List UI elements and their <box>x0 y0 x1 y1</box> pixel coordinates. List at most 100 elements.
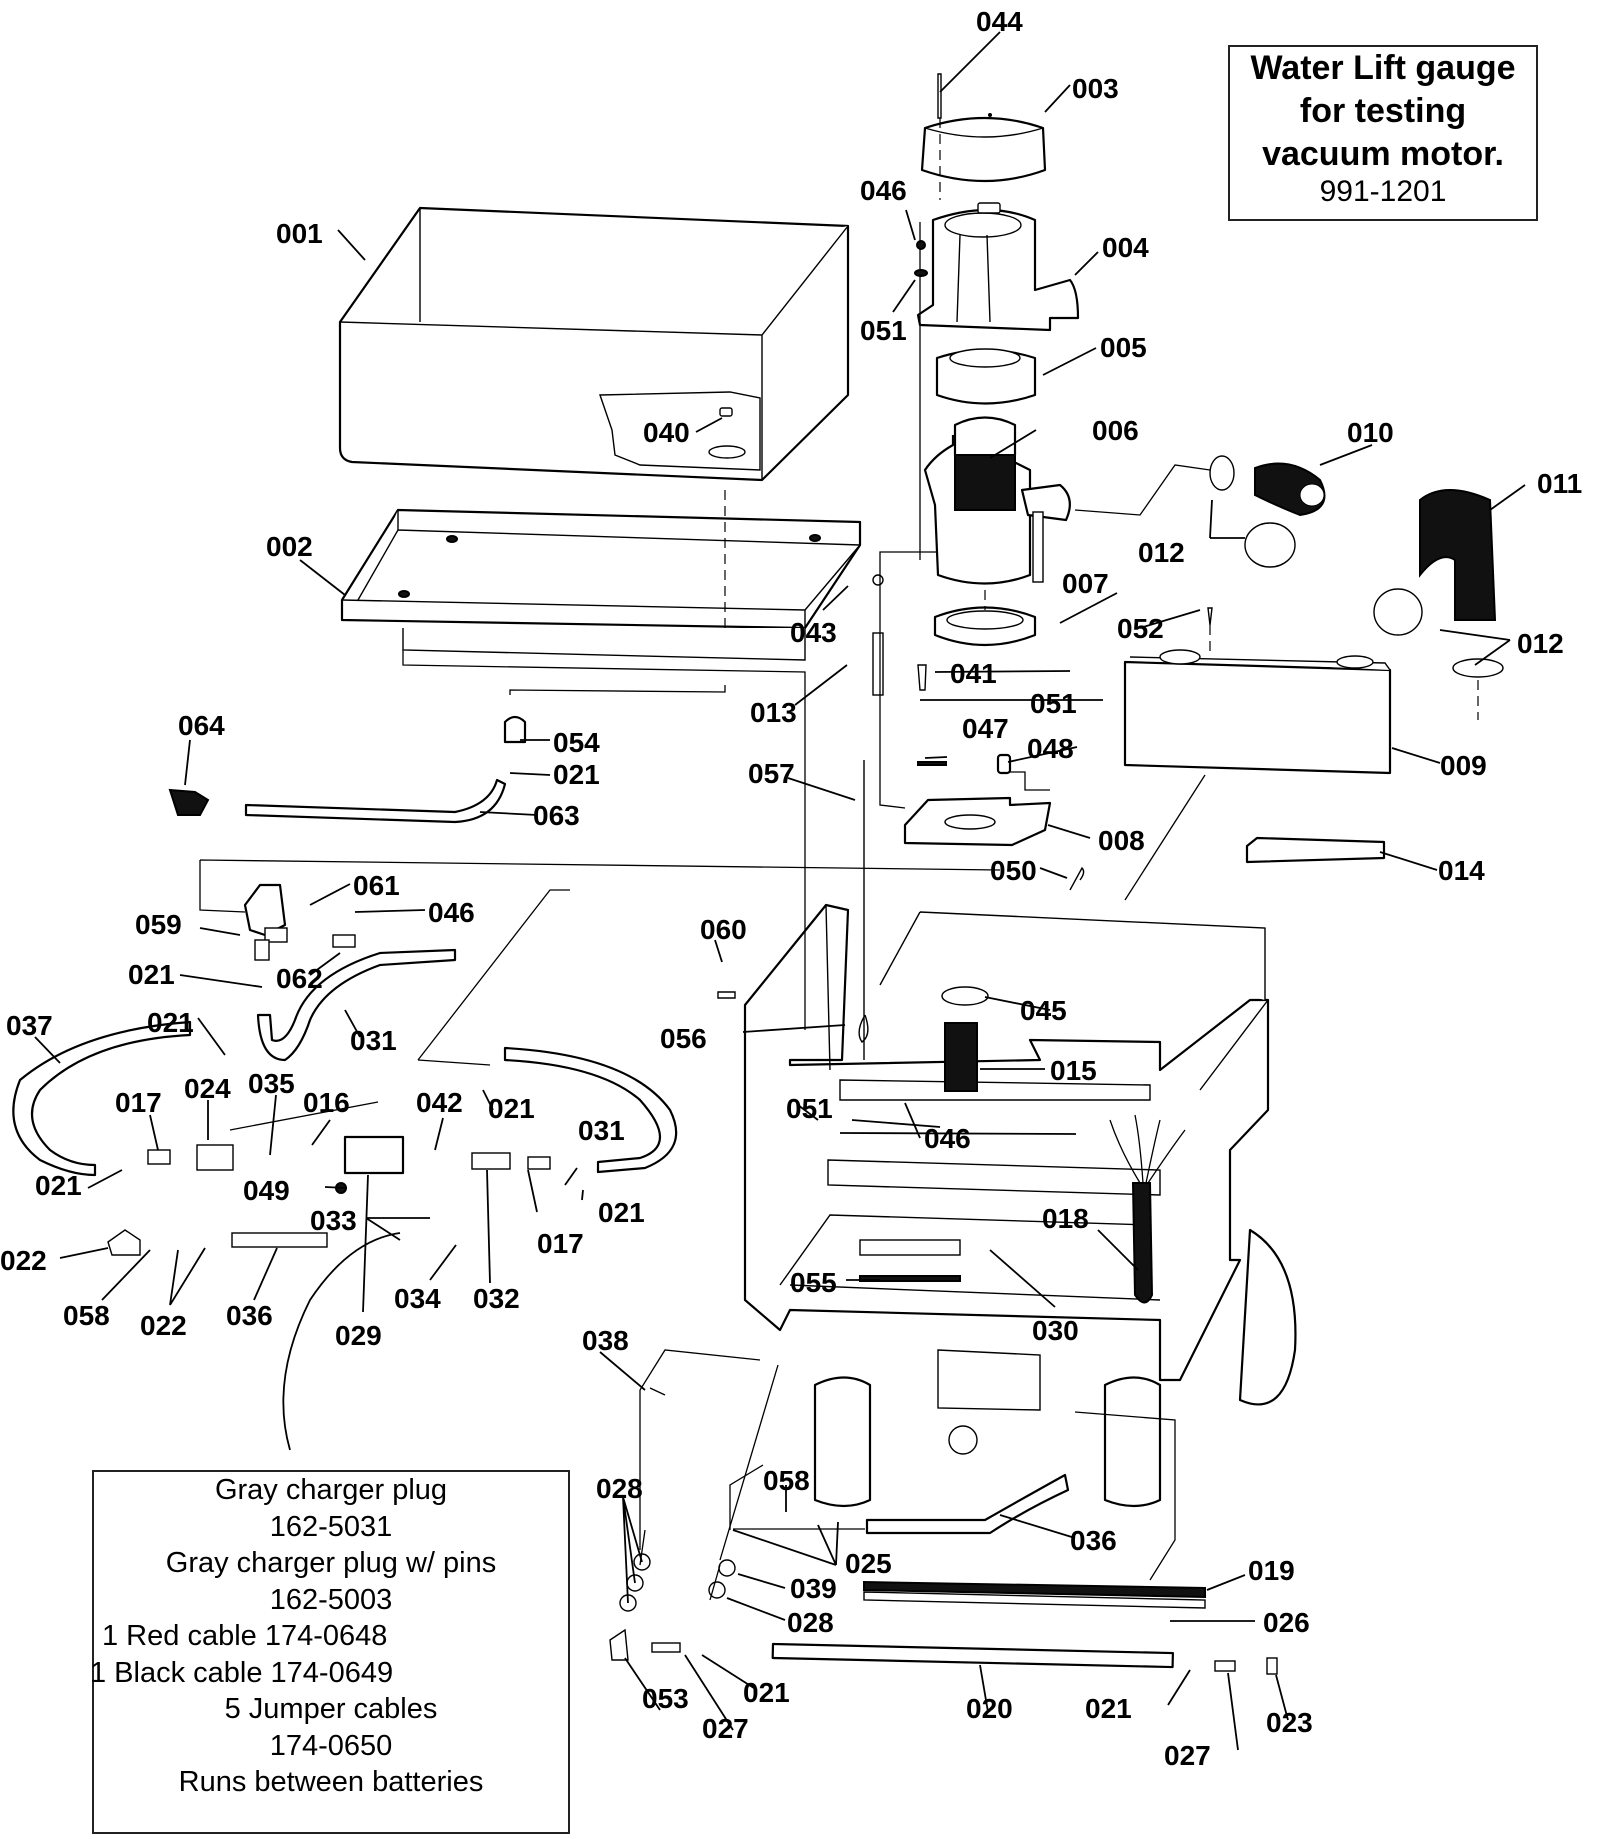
part-054-drain-fitting <box>503 715 527 744</box>
callout-021: 021 <box>743 1677 790 1708</box>
callout-050: 050 <box>990 855 1037 886</box>
part-062-fitting <box>332 934 356 948</box>
note-line: Gray charger plug w/ pins <box>165 1547 497 1579</box>
part-004-motor-housing <box>916 202 1080 332</box>
part-001-recovery-tank <box>338 206 850 482</box>
callout-019: 019 <box>1248 1555 1295 1586</box>
callout-005: 005 <box>1100 332 1147 363</box>
callout-008: 008 <box>1098 825 1145 856</box>
callout-046: 046 <box>860 175 907 206</box>
callout-011: 011 <box>1537 468 1582 499</box>
part-009-filter-housing <box>1123 649 1392 775</box>
part-005-foam-filter <box>935 348 1037 405</box>
part-013-standoff <box>872 632 884 696</box>
callout-041: 041 <box>950 658 997 689</box>
note-line: 1 Red cable 174-0648 <box>102 1620 388 1652</box>
callout-020: 020 <box>966 1693 1013 1724</box>
part-chassis-frame <box>743 903 1270 1382</box>
callout-003: 003 <box>1072 73 1119 104</box>
callout-001: 001 <box>276 218 323 249</box>
callout-013: 013 <box>750 697 797 728</box>
callout-034: 034 <box>394 1283 441 1314</box>
part-036-hose <box>231 1232 328 1248</box>
callout-021: 021 <box>35 1170 82 1201</box>
callout-039: 039 <box>790 1573 837 1604</box>
part-011-elbow-hose <box>1419 489 1497 621</box>
part-015-inline-filter <box>944 1022 978 1092</box>
callout-012: 012 <box>1517 628 1564 659</box>
part-023-cap <box>1266 1657 1278 1675</box>
callout-021: 021 <box>553 759 600 790</box>
part-017-fitting <box>147 1149 171 1165</box>
callout-017: 017 <box>115 1087 162 1118</box>
callout-030: 030 <box>1032 1315 1079 1346</box>
part-027-terminal <box>651 1642 681 1653</box>
callout-035: 035 <box>248 1068 295 1099</box>
part-029-valve-bracket <box>343 1135 405 1175</box>
note-line: 162-5031 <box>269 1510 393 1543</box>
callout-007: 007 <box>1062 568 1109 599</box>
note-line: 162-5003 <box>269 1583 393 1616</box>
callout-052: 052 <box>1117 613 1164 644</box>
callout-043: 043 <box>790 617 837 648</box>
part-012-clamp <box>1244 522 1296 568</box>
callout-040: 040 <box>643 417 690 448</box>
part-048-bushing <box>996 753 1012 775</box>
note-line: Water Lift gauge <box>1250 49 1516 87</box>
callout-036: 036 <box>1070 1525 1117 1556</box>
part-056-cable-eyelet <box>858 760 869 1060</box>
note-part-number: 991-1201 <box>1319 175 1447 208</box>
callout-004: 004 <box>1102 232 1149 263</box>
callout-053: 053 <box>642 1683 689 1714</box>
note-line: vacuum motor. <box>1262 135 1504 173</box>
part-018-cable-bundle <box>1109 1114 1186 1304</box>
callout-063: 063 <box>533 800 580 831</box>
part-012-clamp <box>1452 658 1504 678</box>
callout-058: 058 <box>763 1465 810 1496</box>
part-006-vacuum-motor <box>923 416 1071 585</box>
callout-031: 031 <box>578 1115 625 1146</box>
callout-026: 026 <box>1263 1607 1310 1638</box>
part-012-clamp <box>1209 455 1235 491</box>
callout-049: 049 <box>243 1175 290 1206</box>
callout-061: 061 <box>353 870 400 901</box>
note-line: 5 Jumper cables <box>224 1693 438 1725</box>
callout-leaders <box>34 31 1526 1751</box>
callout-014: 014 <box>1438 855 1485 886</box>
callout-010: 010 <box>1347 417 1394 448</box>
charger-cables-note: Gray charger plug 162-5031 Gray charger … <box>90 1470 570 1834</box>
part-031-hose <box>256 948 457 1062</box>
callout-012: 012 <box>1138 537 1185 568</box>
part-019-cable-track <box>863 1580 1206 1609</box>
callout-064: 064 <box>178 710 225 741</box>
part-059-solenoid-pump <box>243 883 288 961</box>
part-051-washer <box>914 269 928 277</box>
note-line: 174-0650 <box>269 1729 393 1762</box>
callout-028: 028 <box>596 1473 643 1504</box>
callout-037: 037 <box>6 1010 53 1041</box>
part-044-screw <box>937 73 942 119</box>
part-036-hose <box>865 1473 1070 1535</box>
callout-009: 009 <box>1440 750 1487 781</box>
part-wheels <box>813 1228 1297 1508</box>
part-017-fitting <box>527 1156 551 1170</box>
callout-024: 024 <box>184 1073 231 1104</box>
note-line: 1 Black cable 174-0649 <box>90 1656 394 1689</box>
callout-051: 051 <box>860 315 907 346</box>
callout-054: 054 <box>553 727 600 758</box>
callout-021: 021 <box>598 1197 645 1228</box>
callout-006: 006 <box>1092 415 1139 446</box>
part-041-bolt <box>917 664 927 691</box>
part-064-drain-plug <box>168 788 210 816</box>
callout-021: 021 <box>1085 1693 1132 1724</box>
part-032-valve <box>471 1152 511 1170</box>
part-050-screw <box>1069 866 1085 891</box>
callout-059: 059 <box>135 909 182 940</box>
callout-021: 021 <box>488 1093 535 1124</box>
part-022-elbow <box>107 1229 141 1256</box>
callout-057: 057 <box>748 758 795 789</box>
part-003-motor-cover <box>920 113 1047 183</box>
part-052-screw <box>1207 607 1213 626</box>
note-line: Runs between batteries <box>178 1766 484 1798</box>
